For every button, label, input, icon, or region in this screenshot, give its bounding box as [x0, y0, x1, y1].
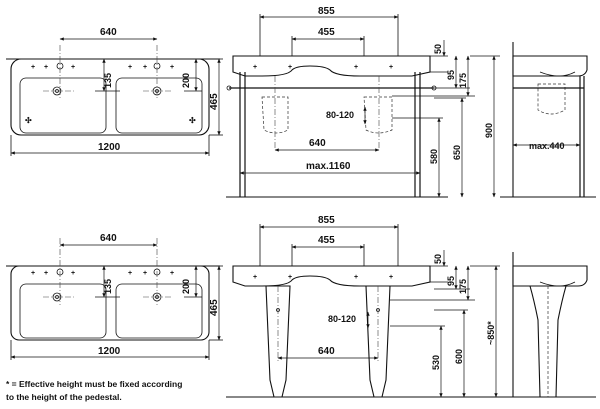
front-2-dim-850: ~850*: [486, 321, 496, 345]
svg-text:+: +: [143, 64, 147, 71]
front-2-dim-455: 455: [318, 235, 335, 246]
front-2-dim-80-120: 80-120: [328, 314, 356, 324]
front-1-dim-50: 50: [433, 44, 443, 54]
svg-text:✣: ✣: [25, 116, 32, 125]
front-2-dim-95: 95: [446, 276, 456, 286]
front-1-dim-640: 640: [309, 138, 326, 149]
svg-text:+: +: [71, 270, 75, 277]
front-1-dim-80-120: 80-120: [326, 110, 354, 120]
svg-text:+: +: [253, 64, 257, 71]
svg-text:+: +: [128, 270, 132, 277]
plan-1-dim-135: 135: [103, 73, 113, 88]
drawing-2-side-view: [505, 252, 596, 398]
svg-text:+: +: [31, 64, 35, 71]
front-1-dim-900: 900: [484, 123, 494, 138]
svg-text:+: +: [354, 274, 358, 281]
footnote-line-1: * = Effective height must be fixed accor…: [6, 379, 182, 389]
footnote-line-2: to the height of the pedestal.: [6, 392, 122, 402]
front-1-dim-max1160: max.1160: [306, 161, 351, 172]
front-1-dim-580: 580: [429, 149, 439, 164]
front-2-dim-855: 855: [318, 215, 335, 226]
plan-1-dim-200: 200: [181, 73, 191, 88]
drawing-2-plan-view: + + + + + + 640 135 200 465 1200: [6, 233, 223, 360]
svg-text:+: +: [143, 270, 147, 277]
front-1-dim-650: 650: [452, 145, 462, 160]
svg-text:+: +: [44, 64, 48, 71]
plan-2-dim-1200: 1200: [98, 346, 121, 357]
plan-1-dim-465: 465: [209, 93, 220, 110]
drawing-1-plan-view: + + + + + + ✣ ✣ 640 135 200 465 1200: [6, 27, 223, 156]
svg-text:+: +: [389, 64, 393, 71]
svg-text:+: +: [31, 270, 35, 277]
side-1-dim-max440: max.440: [529, 141, 565, 151]
svg-text:+: +: [44, 270, 48, 277]
svg-text:+: +: [354, 64, 358, 71]
front-1-dim-175: 175: [458, 73, 468, 88]
svg-text:+: +: [128, 64, 132, 71]
svg-text:+: +: [71, 64, 75, 71]
footnote: * = Effective height must be fixed accor…: [6, 379, 182, 402]
front-2-dim-600: 600: [454, 349, 464, 364]
front-2-dim-175: 175: [458, 279, 468, 294]
svg-text:+: +: [288, 64, 292, 71]
svg-text:+: +: [170, 270, 174, 277]
plan-1-dim-640: 640: [100, 27, 117, 38]
plan-2-dim-200: 200: [181, 279, 191, 294]
front-2-dim-530: 530: [431, 355, 441, 370]
front-2-dim-50: 50: [433, 254, 443, 264]
drawing-1-front-view: + + + + 855 455 50 95: [226, 6, 500, 198]
svg-text:✣: ✣: [189, 116, 196, 125]
front-1-dim-455: 455: [318, 27, 335, 38]
svg-text:+: +: [170, 64, 174, 71]
plan-2-dim-465: 465: [209, 299, 220, 316]
plan-2-dim-640: 640: [100, 233, 117, 244]
svg-text:+: +: [389, 274, 393, 281]
svg-text:+: +: [288, 274, 292, 281]
plan-2-dim-135: 135: [103, 279, 113, 294]
front-1-dim-855: 855: [318, 6, 335, 17]
svg-text:+: +: [253, 274, 257, 281]
drawing-1-side-view: max.440: [500, 42, 596, 198]
plan-1-dim-1200: 1200: [98, 142, 121, 153]
drawing-2-front-view: + + + + 855 455 50 95 175 80: [226, 215, 505, 398]
front-1-dim-95: 95: [446, 70, 456, 80]
front-2-dim-640: 640: [318, 346, 335, 357]
